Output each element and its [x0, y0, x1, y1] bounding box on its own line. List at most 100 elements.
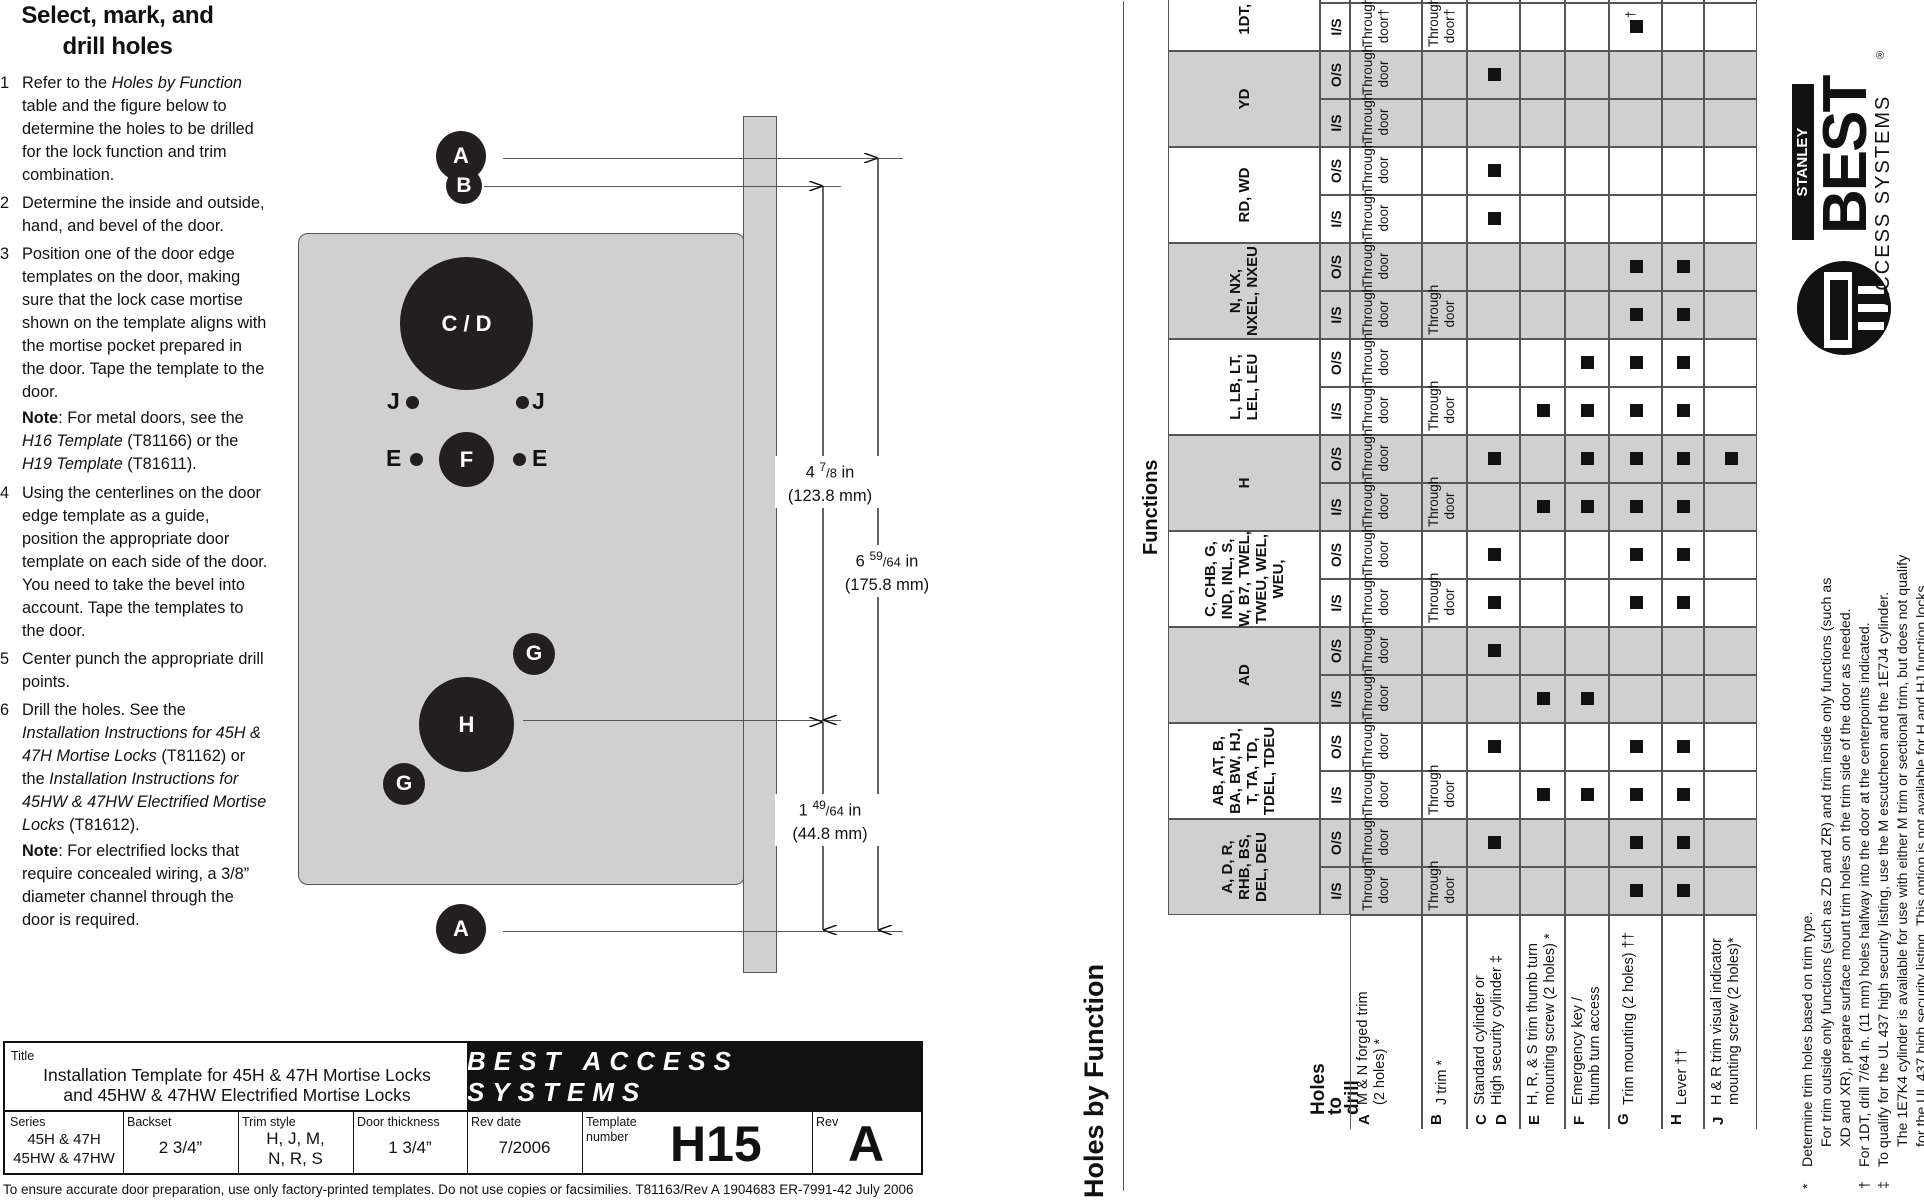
- cell-5-8-os: [1609, 51, 1662, 99]
- cell-7-7-os: [1704, 147, 1757, 195]
- marked-hole-4-5-0: [1581, 404, 1594, 417]
- table-title: Holes by Function: [1079, 963, 1109, 1198]
- cell-4-3-is: [1565, 579, 1609, 627]
- col-header-3-is: I/S: [1320, 579, 1350, 627]
- label-j-right: J: [532, 388, 545, 414]
- col-header-5-is: I/S: [1320, 387, 1350, 435]
- col-header-0-is: I/S: [1320, 867, 1350, 915]
- cell-4-8-os: [1565, 51, 1609, 99]
- rev-date-label: Rev date: [471, 1115, 522, 1129]
- marked-hole-6-0-1: [1677, 836, 1690, 849]
- footnote-1-l1: For 1DT, drill 7/64 in. (11 mm) holes ha…: [1857, 622, 1873, 1167]
- title-block: Title Installation Template for 45H & 47…: [3, 1041, 923, 1175]
- cell-7-6-os: [1704, 243, 1757, 291]
- cell-4-1-os: [1565, 723, 1609, 771]
- dimension-a-to-a: 6 59/64 in(175.8 mm): [832, 545, 942, 597]
- row-letter-3: E: [1526, 1114, 1543, 1125]
- cell-7-2-is: [1704, 675, 1757, 723]
- marked-hole-5-0-1: [1629, 836, 1643, 849]
- cell-4-9-is: [1565, 3, 1609, 51]
- marked-hole-6-6-1: [1677, 260, 1690, 273]
- rev-value: A: [848, 1116, 885, 1172]
- cell-7-4-is: [1704, 483, 1757, 531]
- template-number-value: H15: [670, 1116, 762, 1172]
- hole-b: B: [446, 168, 482, 204]
- cell-2-9-os: [1467, 0, 1520, 3]
- col-header-9-os: O/S: [1320, 0, 1350, 3]
- footnote-symbol-2: ‡: [1876, 1181, 1892, 1189]
- marked-hole-4-4-0: [1581, 500, 1594, 513]
- row-desc-1: J trim *: [1434, 1059, 1450, 1105]
- cell-4-8-is: [1565, 99, 1609, 147]
- ref-line-b: [484, 186, 841, 187]
- marked-hole-6-4-0: [1677, 500, 1690, 513]
- cell-4-0-is: [1565, 867, 1609, 915]
- col-header-1-is: I/S: [1320, 771, 1350, 819]
- col-header-8-is: I/S: [1320, 99, 1350, 147]
- cell-5-8-is: [1609, 99, 1662, 147]
- hole-f: F: [439, 432, 494, 487]
- cell-3-8-is: [1520, 99, 1565, 147]
- hole-j-left: [406, 396, 419, 409]
- row-letter-7: J: [1710, 1116, 1727, 1125]
- cell-3-5-os: [1520, 339, 1565, 387]
- marked-hole-6-1-1: [1677, 740, 1690, 753]
- marked-hole-3-5-0: [1536, 404, 1550, 417]
- cell-7-7-is: [1704, 195, 1757, 243]
- marked-hole-5-5-1: [1629, 356, 1643, 369]
- cell-6-8-os: [1662, 51, 1704, 99]
- row-desc-4: Emergency key /thumb turn access: [1570, 986, 1603, 1105]
- col-header-0-os: O/S: [1320, 819, 1350, 867]
- marked-hole-4-2-0: [1581, 692, 1594, 705]
- cell-3-9-is: [1520, 3, 1565, 51]
- functions-header: Functions: [1140, 459, 1162, 555]
- ref-line-a-bottom: [503, 931, 903, 932]
- dagger-mark: †: [1622, 10, 1638, 18]
- cell-2-6-os: [1467, 243, 1520, 291]
- row-letter2-2: D: [1493, 1114, 1510, 1125]
- hole-g-right: G: [513, 633, 555, 675]
- cell-2-6-is: [1467, 291, 1520, 339]
- cell-5-2-is: [1609, 675, 1662, 723]
- dimension-b-to-h: 4 7/8 in(123.8 mm): [775, 456, 885, 508]
- backset-label: Backset: [127, 1115, 172, 1129]
- footnote-0-l3: XD and XR), prepare surface mount trim h…: [1838, 608, 1854, 1147]
- best-logo-mark: [1797, 261, 1891, 355]
- footnote-symbol-1: †: [1857, 1181, 1873, 1189]
- cell-3-9-os: [1520, 0, 1565, 3]
- function-name-5: L, LB, LT,LEL, LEU: [1227, 353, 1261, 421]
- footnote-2-l1: To qualify for the UL 437 high security …: [1876, 591, 1892, 1167]
- function-name-4: H: [1235, 477, 1253, 489]
- cell-6-9-os: [1662, 0, 1704, 3]
- cell-3-6-os: [1520, 243, 1565, 291]
- registered-mark: ®: [1876, 50, 1885, 62]
- row-letter-6: H: [1668, 1114, 1685, 1125]
- marked-hole-2-0-1: [1487, 836, 1501, 849]
- cell-3-8-os: [1520, 51, 1565, 99]
- label-e-left: E: [386, 445, 402, 471]
- hole-c-d: C / D: [400, 257, 533, 390]
- cell-7-6-is: [1704, 291, 1757, 339]
- instructions-title: Select, mark, and drill holes: [21, 2, 214, 60]
- cell-5-7-os: [1609, 147, 1662, 195]
- hole-e-right: [513, 453, 526, 466]
- row-letter-5: G: [1615, 1113, 1632, 1125]
- cell-4-9-os: [1565, 0, 1609, 3]
- backset-value: 2 3/4”: [158, 1138, 203, 1157]
- cell-4-2-os: [1565, 627, 1609, 675]
- template-disclaimer: To ensure accurate door preparation, use…: [3, 1182, 914, 1197]
